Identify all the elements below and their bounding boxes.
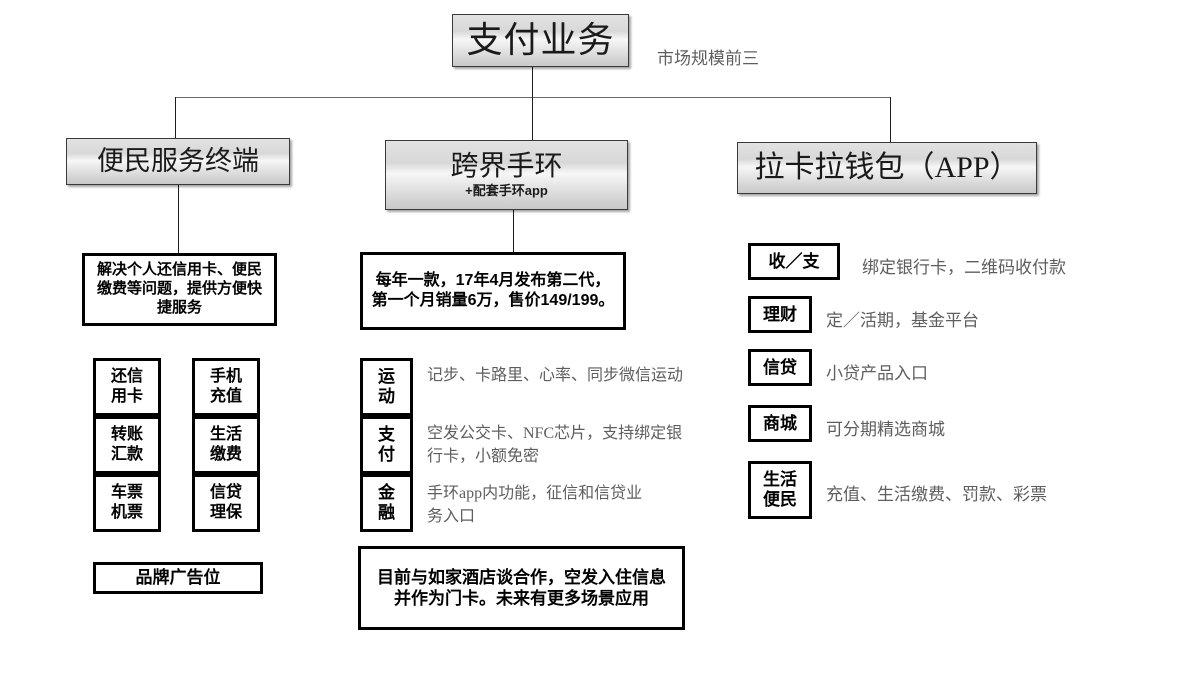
branch-label: 跨界手环 bbox=[450, 151, 563, 183]
right-text: 小贷产品入口 bbox=[826, 364, 928, 383]
left-grid-item-0: 还信用卡 bbox=[93, 358, 161, 416]
connector-bus-to-branch-1 bbox=[175, 97, 176, 139]
middle-feature-text: 空发公交卡、NFC芯片，支持绑定银行卡，小额免密 bbox=[427, 425, 683, 466]
right-text: 充值、生活缴费、罚款、彩票 bbox=[826, 485, 1047, 504]
branch-box-wallet-app: 拉卡拉钱包（APP） bbox=[737, 142, 1037, 194]
left-grid-item-4: 车票机票 bbox=[93, 474, 161, 532]
middle-footer-text: 目前与如家酒店谈合作，空发入住信息并作为门卡。未来有更多场景应用 bbox=[377, 567, 666, 608]
left-grid-label: 转账汇款 bbox=[110, 426, 143, 463]
left-description-box: 解决个人还信用卡、便民缴费等问题，提供方便快捷服务 bbox=[82, 253, 277, 326]
right-text-income-expense: 绑定银行卡，二维码收付款 bbox=[862, 253, 1066, 278]
left-grid-label: 信贷理保 bbox=[209, 484, 242, 521]
middle-feature-text: 手环app内功能，征信和信贷业务入口 bbox=[427, 485, 643, 526]
middle-feature-tag-label: 金融 bbox=[378, 483, 395, 522]
left-grid-item-3: 生活缴费 bbox=[192, 416, 260, 474]
right-text-wealth: 定／活期，基金平台 bbox=[826, 306, 979, 331]
left-grid-item-5: 信贷理保 bbox=[192, 474, 260, 532]
middle-feature-tag-finance: 金融 bbox=[360, 474, 413, 532]
middle-footer-box: 目前与如家酒店谈合作，空发入住信息并作为门卡。未来有更多场景应用 bbox=[358, 546, 685, 630]
connector-title-down bbox=[532, 67, 533, 98]
branch-label: 便民服务终端 bbox=[97, 146, 259, 177]
middle-description-box: 每年一款，17年4月发布第二代，第一个月销量6万，售价149/199。 bbox=[360, 252, 626, 330]
branch-box-convenience-terminal: 便民服务终端 bbox=[66, 138, 290, 185]
right-text-credit: 小贷产品入口 bbox=[826, 359, 928, 384]
right-tag-life-services: 生活便民 bbox=[748, 461, 812, 519]
left-grid-label: 还信用卡 bbox=[110, 368, 143, 405]
middle-feature-text-payment: 空发公交卡、NFC芯片，支持绑定银行卡，小额免密 bbox=[427, 422, 689, 468]
diagram-title-note: 市场规模前三 bbox=[657, 49, 759, 68]
middle-feature-tag-label: 支付 bbox=[378, 425, 395, 464]
branch-sublabel: +配套手环app bbox=[465, 182, 548, 198]
connector-branch-1-to-desc bbox=[178, 185, 179, 254]
right-tag-credit: 信贷 bbox=[748, 349, 812, 386]
right-text-mall: 可分期精选商城 bbox=[826, 415, 945, 440]
right-text-life-services: 充值、生活缴费、罚款、彩票 bbox=[826, 480, 1047, 505]
middle-feature-tag-label: 运动 bbox=[378, 367, 395, 406]
left-brand-banner-box: 品牌广告位 bbox=[93, 562, 263, 594]
middle-feature-tag-payment: 支付 bbox=[360, 416, 413, 474]
left-grid-label: 车票机票 bbox=[110, 484, 143, 521]
left-description-text: 解决个人还信用卡、便民缴费等问题，提供方便快捷服务 bbox=[96, 261, 262, 316]
branch-box-wristband: 跨界手环 +配套手环app bbox=[385, 140, 628, 210]
left-grid-label: 手机充值 bbox=[209, 368, 242, 405]
connector-bus-to-branch-3 bbox=[890, 97, 891, 143]
left-grid-label: 生活缴费 bbox=[209, 426, 242, 463]
right-tag-label: 生活便民 bbox=[763, 470, 797, 509]
connector-horizontal-bus bbox=[175, 97, 891, 98]
right-text: 定／活期，基金平台 bbox=[826, 311, 979, 330]
right-tag-label: 信贷 bbox=[763, 357, 797, 377]
connector-bus-to-branch-2 bbox=[532, 97, 533, 141]
right-tag-income-expense: 收／支 bbox=[748, 243, 840, 280]
right-tag-label: 理财 bbox=[763, 304, 797, 324]
left-brand-banner-label: 品牌广告位 bbox=[135, 568, 221, 588]
diagram-title-label: 支付业务 bbox=[466, 19, 615, 60]
middle-feature-text: 记步、卡路里、心率、同步微信运动 bbox=[427, 367, 684, 384]
left-grid-item-1: 手机充值 bbox=[192, 358, 260, 416]
right-text: 绑定银行卡，二维码收付款 bbox=[862, 258, 1066, 277]
middle-description-text: 每年一款，17年4月发布第二代，第一个月销量6万，售价149/199。 bbox=[371, 272, 615, 309]
right-tag-label: 收／支 bbox=[768, 251, 820, 271]
middle-feature-text-sport: 记步、卡路里、心率、同步微信运动 bbox=[427, 364, 685, 387]
right-tag-mall: 商城 bbox=[748, 405, 812, 442]
right-tag-label: 商城 bbox=[763, 413, 797, 433]
diagram-title-box: 支付业务 bbox=[452, 14, 629, 67]
right-tag-wealth: 理财 bbox=[748, 296, 812, 333]
branch-label: 拉卡拉钱包（APP） bbox=[754, 151, 1020, 185]
middle-feature-text-finance: 手环app内功能，征信和信贷业务入口 bbox=[427, 482, 657, 528]
connector-branch-2-to-desc bbox=[513, 210, 514, 253]
right-text: 可分期精选商城 bbox=[826, 420, 945, 439]
middle-feature-tag-sport: 运动 bbox=[360, 358, 413, 416]
left-grid-item-2: 转账汇款 bbox=[93, 416, 161, 474]
